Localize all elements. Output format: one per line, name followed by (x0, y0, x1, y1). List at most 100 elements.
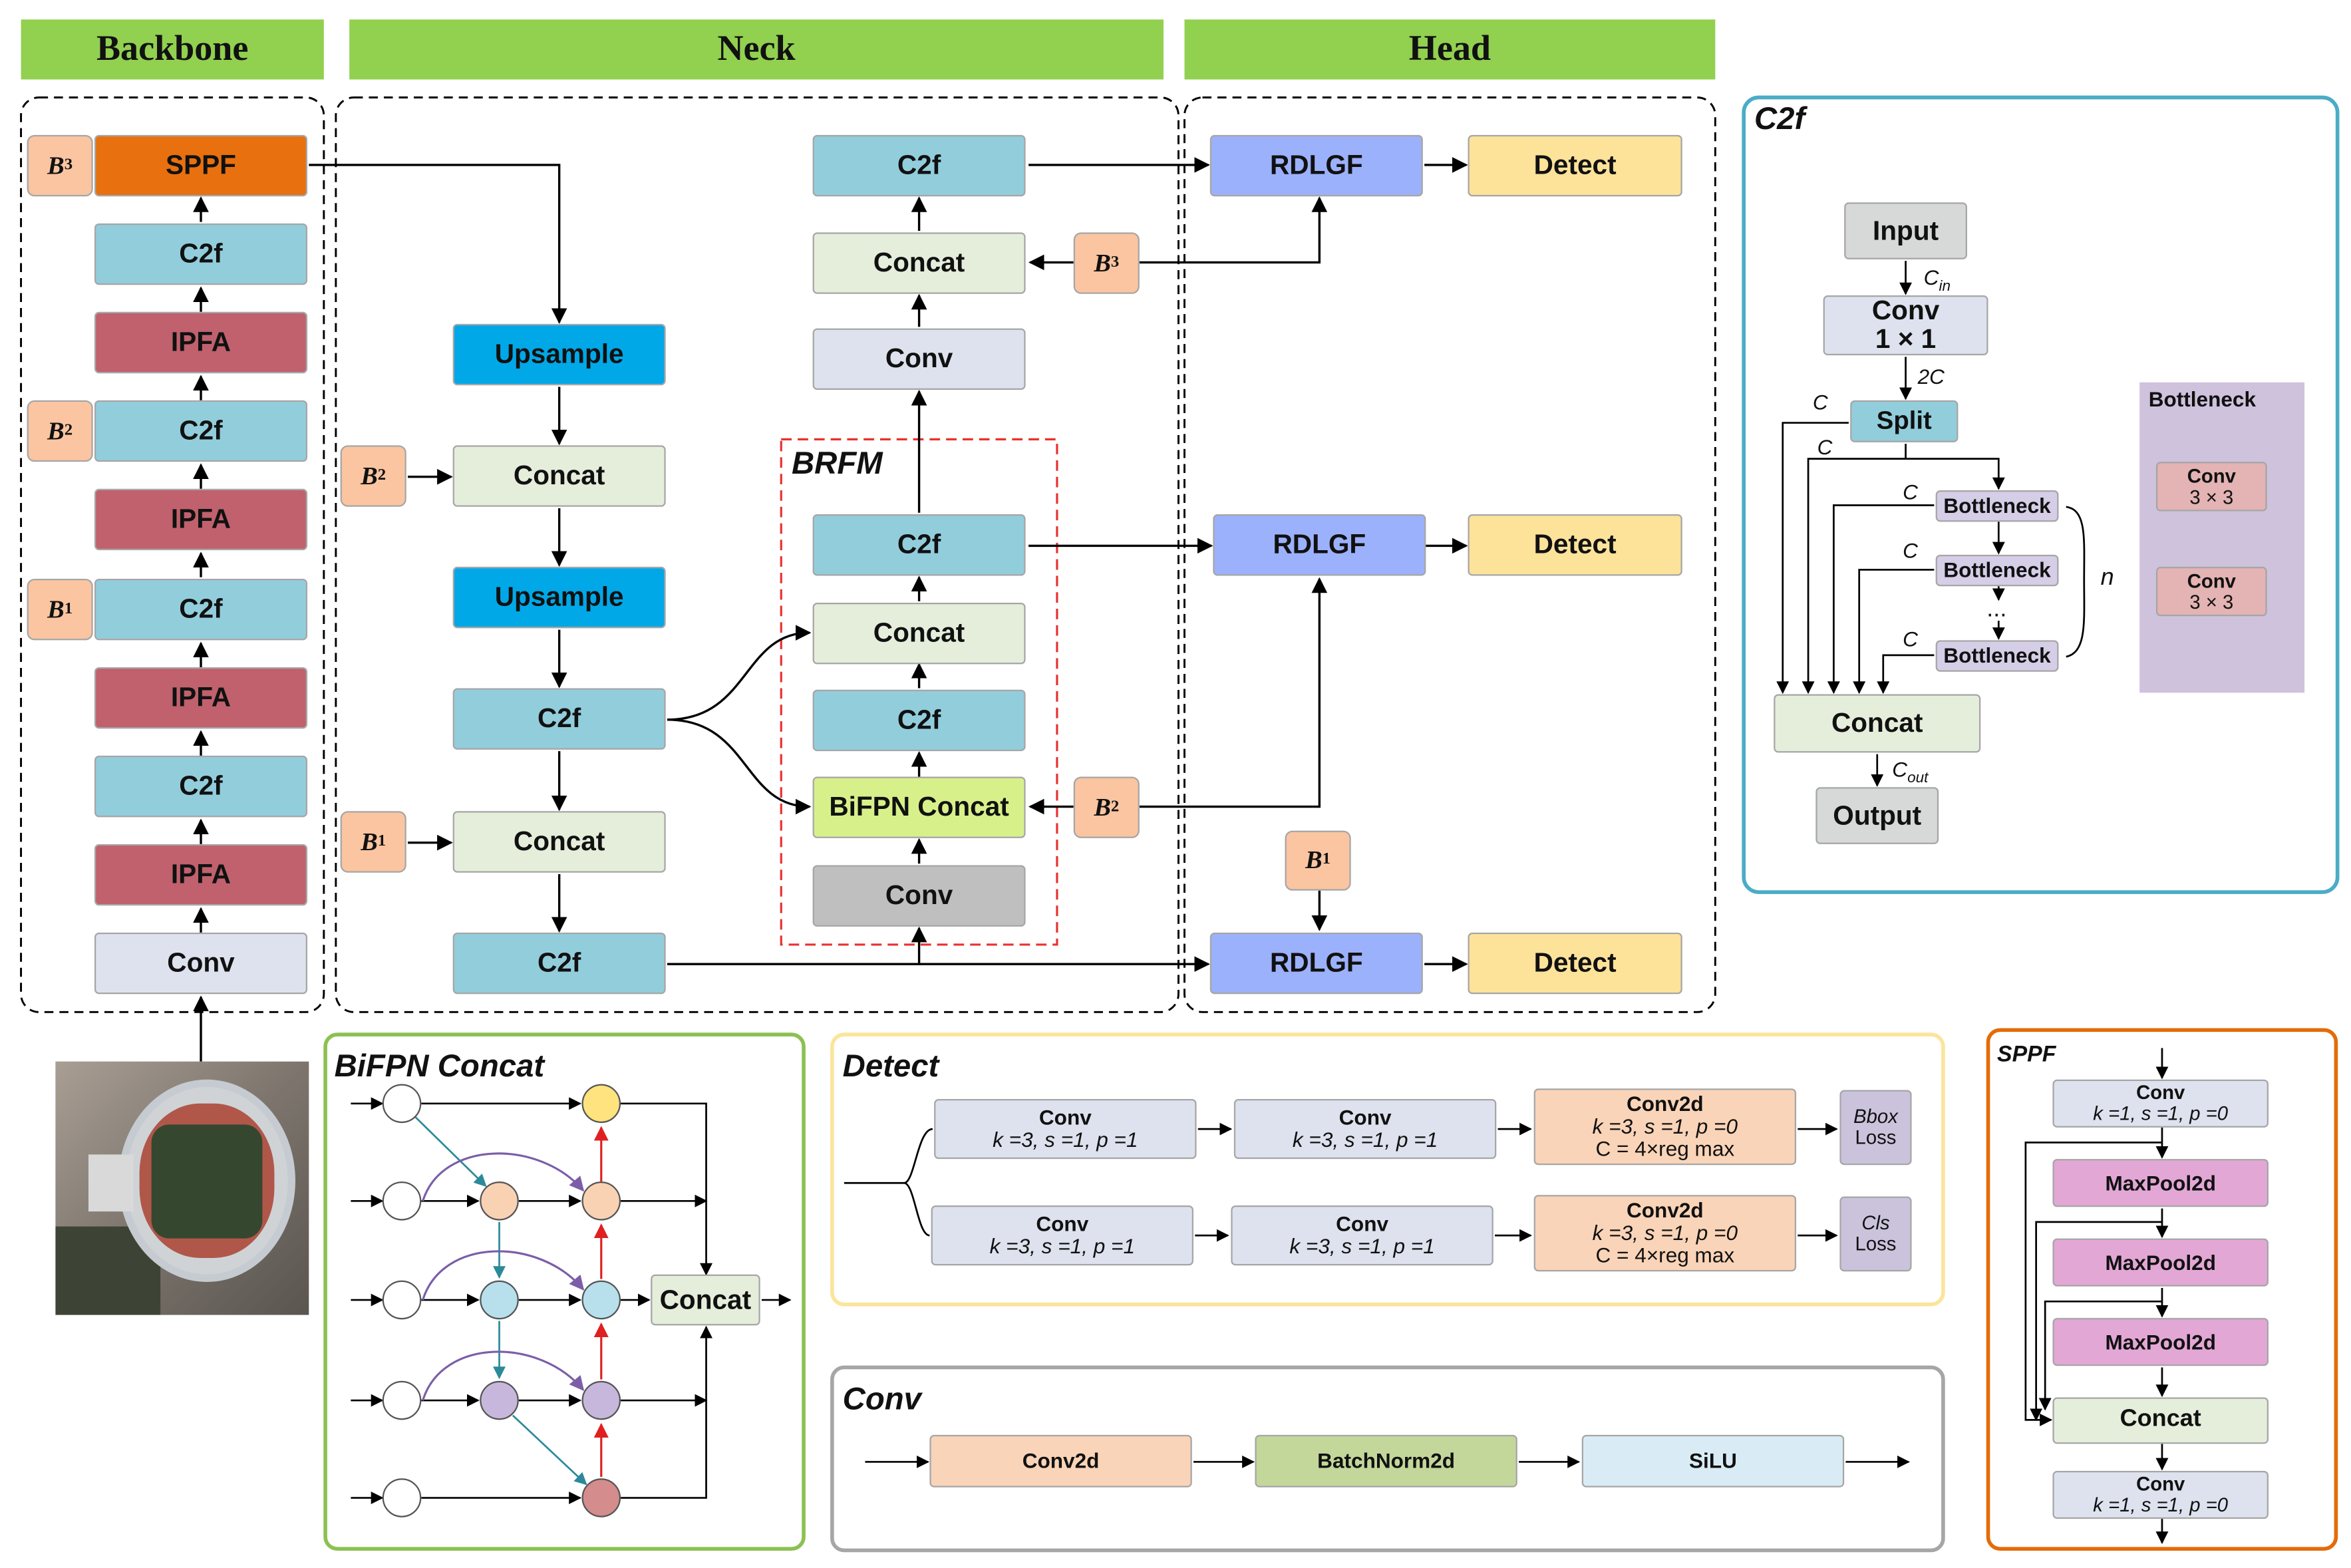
c-out-label: Cout (1892, 757, 1929, 787)
bottleneck-detail-title: Bottleneck (2148, 387, 2257, 411)
c-label: C (1903, 480, 1918, 504)
c-label: C (1903, 538, 1918, 563)
bifpn-mid-node (480, 1280, 519, 1320)
c2f-block: C2f (94, 400, 308, 462)
bottleneck-block: Bottleneck (1935, 640, 2059, 672)
bifpn-input-node (382, 1084, 422, 1124)
batchnorm-block: BatchNorm2d (1255, 1434, 1517, 1488)
brfm-label: BRFM (792, 446, 883, 482)
output-block: Output (1815, 787, 1939, 844)
ellipsis: ... (1986, 597, 2007, 623)
conv-block: Conv (812, 865, 1026, 927)
detect-block: Detect (1468, 134, 1682, 197)
bifpn-output-node (581, 1084, 621, 1124)
concat-block: Concat (812, 603, 1026, 665)
silu-block: SiLU (1581, 1434, 1845, 1488)
conv2d-block: Conv2d (929, 1434, 1192, 1488)
bottleneck-block: Bottleneck (1935, 554, 2059, 587)
concat-block: Concat (651, 1274, 760, 1326)
c-in-label: Cin (1923, 265, 1951, 295)
bifpn-input-node (382, 1478, 422, 1517)
ipfa-block: IPFA (94, 488, 308, 551)
c2f-block: C2f (452, 932, 666, 995)
concat-block: Concat (812, 232, 1026, 294)
bifpn-output-node (581, 1380, 621, 1420)
bifpn-concat-block: BiFPN Concat (812, 776, 1026, 838)
conv-panel-title: Conv (842, 1382, 921, 1417)
concat-block: Concat (2052, 1397, 2269, 1444)
c2f-block: C2f (94, 223, 308, 285)
detect-block: Detect (1468, 932, 1682, 995)
c-label: C (1817, 434, 1833, 459)
c2f-block: C2f (94, 755, 308, 818)
bifpn-output-node (581, 1181, 621, 1221)
sppf-panel-title: SPPF (1997, 1042, 2056, 1068)
two-c-label: 2C (1917, 364, 1945, 389)
detect-block: Detect (1468, 514, 1682, 576)
upsample-block: Upsample (452, 566, 666, 629)
sppf-block: SPPF (94, 134, 308, 197)
maxpool-block: MaxPool2d (2052, 1238, 2269, 1287)
detect-panel-title: Detect (842, 1049, 939, 1084)
neck-header: Neck (349, 19, 1164, 80)
c2f-panel-title: C2f (1754, 102, 1805, 137)
concat-block: Concat (452, 811, 666, 873)
bifpn-input-node (382, 1280, 422, 1320)
n-label: n (2100, 565, 2114, 591)
maxpool-block: MaxPool2d (2052, 1318, 2269, 1366)
input-block: Input (1844, 202, 1967, 259)
split-block: Split (1850, 400, 1959, 442)
c2f-block: C2f (812, 689, 1026, 752)
rdlgf-block: RDLGF (1213, 514, 1426, 576)
ipfa-block: IPFA (94, 667, 308, 729)
bifpn-mid-node (480, 1380, 519, 1420)
upsample-block: Upsample (452, 323, 666, 386)
c-label: C (1812, 389, 1828, 414)
conv-block: Conv (94, 932, 308, 995)
bifpn-mid-node (480, 1181, 519, 1221)
bifpn-output-node (581, 1280, 621, 1320)
maxpool-block: MaxPool2d (2052, 1159, 2269, 1207)
c2f-block: C2f (94, 578, 308, 641)
bottleneck-block: Bottleneck (1935, 490, 2059, 522)
ipfa-block: IPFA (94, 311, 308, 374)
rdlgf-block: RDLGF (1209, 932, 1423, 995)
bifpn-input-node (382, 1380, 422, 1420)
bifpn-panel-title: BiFPN Concat (334, 1049, 545, 1084)
c2f-block: C2f (452, 688, 666, 750)
input-image (55, 1061, 309, 1315)
bottleneck-detail-panel (2139, 382, 2305, 693)
rdlgf-block: RDLGF (1209, 134, 1423, 197)
backbone-header: Backbone (21, 19, 324, 80)
c-label: C (1903, 627, 1918, 651)
c2f-block: C2f (812, 514, 1026, 576)
conv-block: Conv (812, 328, 1026, 390)
bifpn-output-node (581, 1478, 621, 1517)
concat-block: Concat (1774, 694, 1981, 753)
concat-block: Concat (452, 445, 666, 507)
ipfa-block: IPFA (94, 844, 308, 906)
bifpn-input-node (382, 1181, 422, 1221)
c2f-block: C2f (812, 134, 1026, 197)
